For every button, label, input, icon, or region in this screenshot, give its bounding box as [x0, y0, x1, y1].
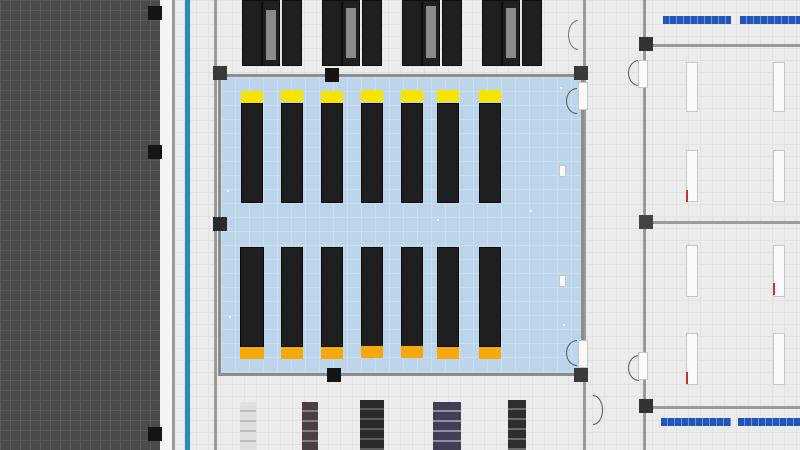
storage-unit — [360, 400, 384, 450]
door[interactable] — [578, 340, 588, 368]
right-room-wall — [643, 221, 800, 224]
pillar — [639, 215, 653, 229]
server-rack[interactable] — [437, 103, 459, 203]
cabinet-marker — [773, 283, 775, 295]
door[interactable] — [578, 82, 588, 110]
rack-cap — [281, 347, 303, 359]
pillar — [639, 399, 653, 413]
pillar — [148, 6, 162, 20]
storage-unit — [433, 402, 461, 450]
right-room-wall — [643, 406, 800, 409]
server-rack[interactable] — [240, 247, 264, 347]
right-room-wall — [643, 44, 800, 47]
rack-cap — [361, 90, 383, 102]
pillar — [213, 217, 227, 231]
server-rack[interactable] — [437, 247, 459, 347]
cabinet[interactable] — [773, 245, 785, 297]
server-rack[interactable] — [241, 103, 263, 203]
cabinet[interactable] — [773, 150, 785, 202]
blue-pipe — [185, 0, 190, 450]
cabinet[interactable] — [773, 62, 785, 112]
storage-unit — [302, 402, 318, 450]
storage-unit — [240, 402, 256, 450]
rack-top-area — [282, 0, 302, 66]
server-rack[interactable] — [321, 247, 343, 347]
dark-tiled-floor — [0, 0, 160, 450]
pillar — [639, 37, 653, 51]
rack-top-area — [242, 0, 262, 66]
rack-cap — [241, 91, 263, 103]
left-white-strip — [160, 0, 174, 450]
rack-cap — [401, 346, 423, 358]
cabinet[interactable] — [686, 62, 698, 112]
rack-cap — [479, 90, 501, 102]
rack-cap — [281, 90, 303, 102]
left-wall-line — [172, 0, 175, 450]
rack-cap — [321, 91, 343, 103]
server-rack[interactable] — [281, 103, 303, 203]
blue-equipment-strip — [663, 16, 731, 24]
pillar — [574, 66, 588, 80]
rack-cap — [240, 347, 264, 359]
rack-top-area — [362, 0, 382, 66]
server-rack[interactable] — [401, 103, 423, 203]
pillar — [325, 68, 339, 82]
storage-unit — [508, 400, 526, 450]
rack-top-area — [322, 0, 342, 66]
server-rack[interactable] — [321, 103, 343, 203]
pillar — [574, 368, 588, 382]
rack-top-area — [482, 0, 502, 66]
cabinet[interactable] — [773, 333, 785, 385]
pillar — [213, 66, 227, 80]
pillar — [148, 427, 162, 441]
rack-top-area — [442, 0, 462, 66]
pillar — [148, 145, 162, 159]
rack-top-area — [402, 0, 422, 66]
rack-top-area — [522, 0, 542, 66]
server-rack[interactable] — [401, 247, 423, 347]
pillar — [327, 368, 341, 382]
rack-cap — [479, 347, 501, 359]
blue-equipment-strip — [740, 16, 800, 24]
cabinet-marker — [686, 190, 688, 202]
door[interactable] — [638, 60, 648, 88]
blue-equipment-strip — [738, 418, 800, 426]
cabinet[interactable] — [686, 245, 698, 297]
rack-cap — [437, 347, 459, 359]
rack-top-area — [422, 0, 440, 66]
rack-top-area — [342, 0, 360, 66]
right-wall-line — [583, 0, 586, 450]
server-rack[interactable] — [281, 247, 303, 347]
rack-cap — [437, 90, 459, 102]
rack-cap — [321, 347, 343, 359]
rack-top-area — [502, 0, 520, 66]
door[interactable] — [638, 352, 648, 380]
rack-top-area — [262, 0, 280, 66]
cabinet[interactable] — [686, 150, 698, 202]
server-rack[interactable] — [479, 103, 501, 203]
server-rack[interactable] — [479, 247, 501, 347]
blue-equipment-strip — [661, 418, 731, 426]
room-door[interactable] — [559, 275, 566, 287]
server-rack[interactable] — [361, 103, 383, 203]
rack-cap — [361, 346, 383, 358]
cabinet[interactable] — [686, 333, 698, 385]
cabinet-marker — [686, 372, 688, 384]
rack-cap — [401, 90, 423, 102]
room-door[interactable] — [559, 165, 566, 177]
server-rack[interactable] — [361, 247, 383, 347]
